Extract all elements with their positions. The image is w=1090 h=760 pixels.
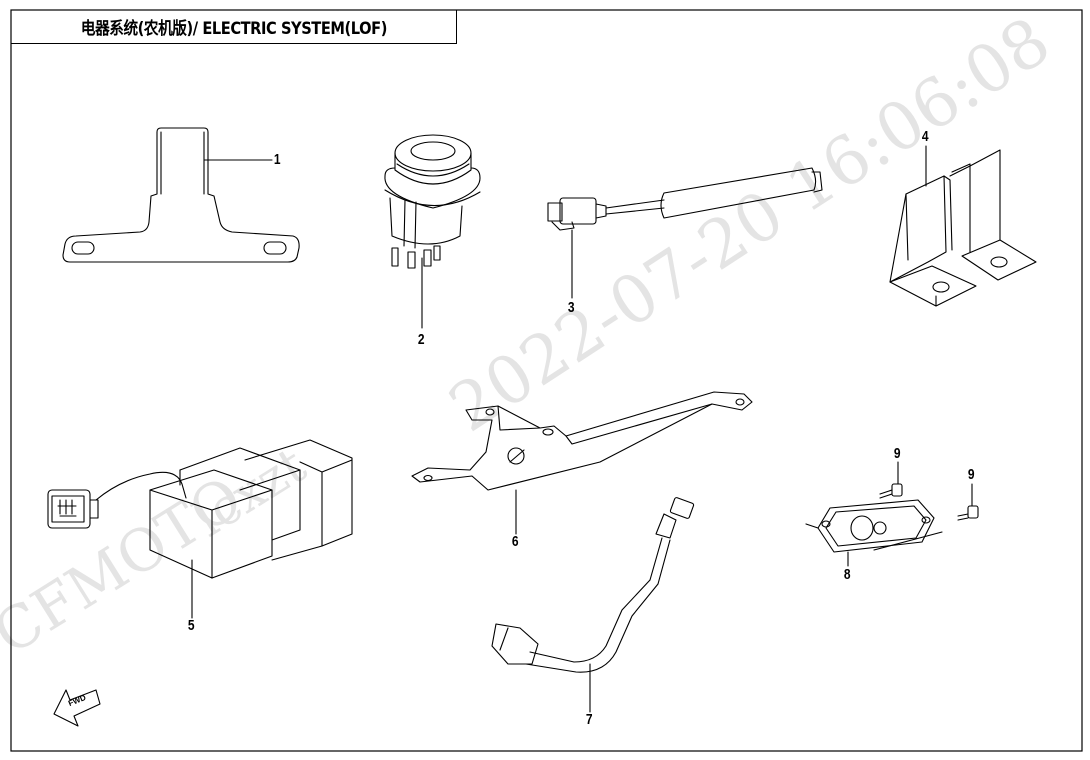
part-5-relay	[47, 439, 353, 619]
part-8-light	[805, 499, 943, 567]
callout-4: 4	[921, 128, 929, 145]
part-9-screw-b	[957, 483, 979, 521]
part-2-switch	[384, 134, 481, 329]
callout-8: 8	[843, 566, 851, 583]
part-4-mount	[889, 145, 1037, 307]
callout-3: 3	[567, 299, 575, 316]
title-box: 电器系统(农机版)/ ELECTRIC SYSTEM(LOF)	[11, 10, 457, 44]
part-3-fuse-holder	[547, 167, 823, 299]
fwd-arrow-icon	[53, 689, 101, 727]
callout-9b: 9	[967, 466, 975, 483]
part-1-bracket	[62, 127, 300, 263]
callout-6: 6	[511, 533, 519, 550]
part-9-screw-a	[879, 461, 903, 499]
callout-9a: 9	[893, 445, 901, 462]
part-6-bracket	[411, 391, 753, 535]
callout-5: 5	[187, 617, 195, 634]
callout-2: 2	[417, 331, 425, 348]
callout-1: 1	[273, 151, 281, 168]
part-7-harness	[491, 497, 695, 713]
callout-7: 7	[585, 711, 593, 728]
page-title: 电器系统(农机版)/ ELECTRIC SYSTEM(LOF)	[80, 19, 387, 39]
diagram-frame	[10, 9, 1083, 752]
